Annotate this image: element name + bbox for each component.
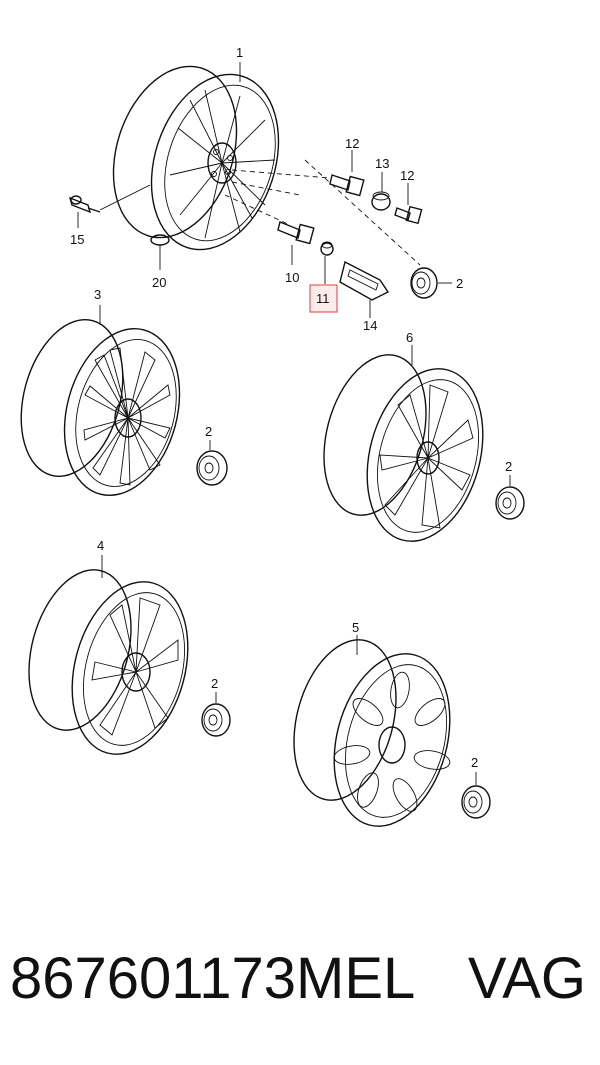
center-cap-2d[interactable] (201, 692, 231, 737)
bolt-12-short[interactable] (394, 183, 423, 225)
brand-label: VAG (467, 946, 586, 1011)
cap-13[interactable] (371, 172, 391, 211)
callout-5: 5 (352, 620, 359, 635)
callout-12a: 12 (345, 136, 359, 151)
center-cap-2b[interactable] (196, 440, 228, 486)
key-14[interactable] (339, 260, 390, 318)
footer: 867601173MEL VAG (0, 945, 600, 1025)
assembly-lines (224, 159, 421, 266)
part-number: 867601173MEL (10, 946, 416, 1011)
callout-15: 15 (70, 232, 84, 247)
callout-14: 14 (363, 318, 377, 333)
center-cap-2c[interactable] (495, 475, 525, 520)
callout-12b: 12 (400, 168, 414, 183)
highlight-box-11 (309, 284, 338, 313)
callout-2a: 2 (456, 276, 463, 291)
bolt-10[interactable] (277, 221, 315, 265)
callout-2e: 2 (471, 755, 478, 770)
callout-11: 11 (316, 291, 330, 306)
callout-2b: 2 (205, 424, 212, 439)
wheel-1[interactable] (93, 50, 300, 266)
wheel-5[interactable] (277, 628, 467, 839)
wheel-4[interactable] (12, 555, 205, 767)
callout-3: 3 (94, 287, 101, 302)
bolt-12-long[interactable] (329, 150, 365, 197)
ring-20[interactable] (150, 234, 170, 270)
exploded-parts-diagram: 1 15 20 12 13 12 (5, 45, 525, 839)
callout-4: 4 (97, 538, 104, 553)
callout-2d: 2 (211, 676, 218, 691)
callout-10: 10 (285, 270, 299, 285)
callout-1: 1 (236, 45, 243, 60)
center-cap-2e[interactable] (461, 772, 491, 819)
callout-13: 13 (375, 156, 389, 171)
wheel-3[interactable] (5, 305, 197, 508)
cap-11[interactable] (320, 241, 334, 284)
callout-2c: 2 (505, 459, 512, 474)
center-cap-2a[interactable] (410, 267, 452, 299)
callout-20: 20 (152, 275, 166, 290)
callout-6: 6 (406, 330, 413, 345)
wheel-6[interactable] (307, 343, 500, 554)
valve-15[interactable] (68, 184, 151, 228)
